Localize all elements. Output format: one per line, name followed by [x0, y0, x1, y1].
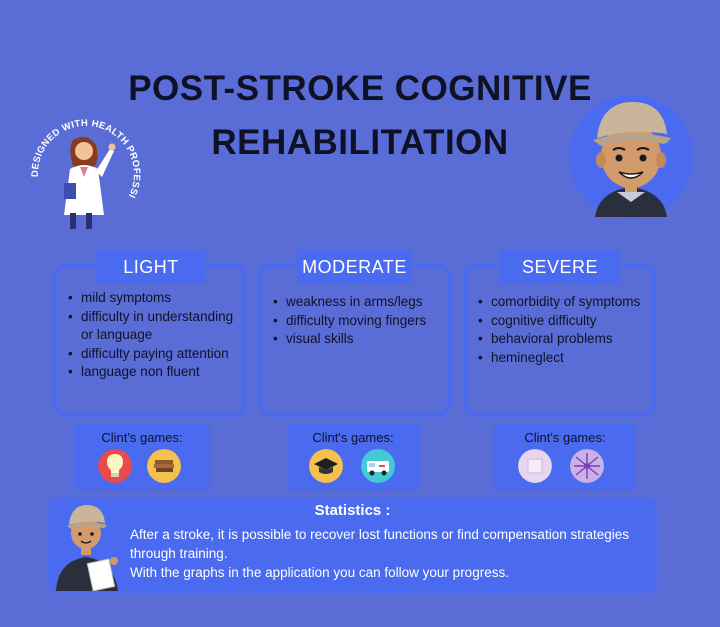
graduation-cap-icon[interactable]	[309, 449, 343, 483]
page-title: POST-STROKE COGNITIVE REHABILITATION	[70, 62, 650, 170]
health-professionals-badge: DESIGNED WITH HEALTH PROFESSIONALS	[20, 105, 142, 229]
list-item: comorbidity of symptoms	[478, 293, 646, 312]
list-item: cognitive difficulty	[478, 312, 646, 331]
title-line-1: POST-STROKE COGNITIVE	[128, 69, 592, 108]
card-light: mild symptoms difficulty in understandin…	[53, 263, 246, 417]
card-title-moderate: MODERATE	[297, 250, 412, 284]
spider-web-icon[interactable]	[570, 449, 604, 483]
list-item: difficulty moving fingers	[273, 312, 441, 331]
list-item: visual skills	[273, 330, 441, 349]
card-moderate: weakness in arms/legs difficulty moving …	[258, 263, 451, 417]
games-label: Clint's games:	[312, 430, 394, 445]
moderate-symptom-list: weakness in arms/legs difficulty moving …	[270, 293, 441, 349]
card-title-severe: SEVERE	[500, 250, 620, 284]
games-light: Clint's games:	[74, 424, 210, 490]
severe-symptom-list: comorbidity of symptoms cognitive diffic…	[475, 293, 646, 367]
statistics-panel: Statistics : After a stroke, it is possi…	[48, 497, 657, 593]
games-moderate: Clint's games:	[287, 424, 419, 490]
list-item: behavioral problems	[478, 330, 646, 349]
list-item: mild symptoms	[68, 289, 236, 308]
doctor-illustration-icon	[64, 136, 116, 229]
lightbulb-icon[interactable]	[98, 449, 132, 483]
clint-avatar	[569, 95, 693, 219]
statistics-title: Statistics :	[314, 502, 391, 519]
list-item: difficulty paying attention	[68, 345, 236, 364]
games-severe: Clint's games:	[494, 424, 636, 490]
tile-icon[interactable]	[518, 449, 552, 483]
title-line-2: REHABILITATION	[211, 123, 509, 162]
statistics-text: After a stroke, it is possible to recove…	[130, 525, 650, 582]
card-title-light: LIGHT	[96, 250, 206, 284]
games-label: Clint's games:	[524, 430, 606, 445]
statistics-line-2: With the graphs in the application you c…	[130, 565, 509, 580]
book-stack-icon[interactable]	[147, 449, 181, 483]
light-symptom-list: mild symptoms difficulty in understandin…	[65, 289, 236, 382]
card-severe: comorbidity of symptoms cognitive diffic…	[463, 263, 656, 417]
ambulance-icon[interactable]	[361, 449, 395, 483]
list-item: language non fluent	[68, 363, 236, 382]
list-item: difficulty in understanding or language	[68, 308, 236, 345]
games-label: Clint's games:	[101, 430, 183, 445]
clint-with-clipboard-icon	[56, 505, 118, 591]
list-item: hemineglect	[478, 349, 646, 368]
list-item: weakness in arms/legs	[273, 293, 441, 312]
statistics-line-1: After a stroke, it is possible to recove…	[130, 527, 629, 561]
